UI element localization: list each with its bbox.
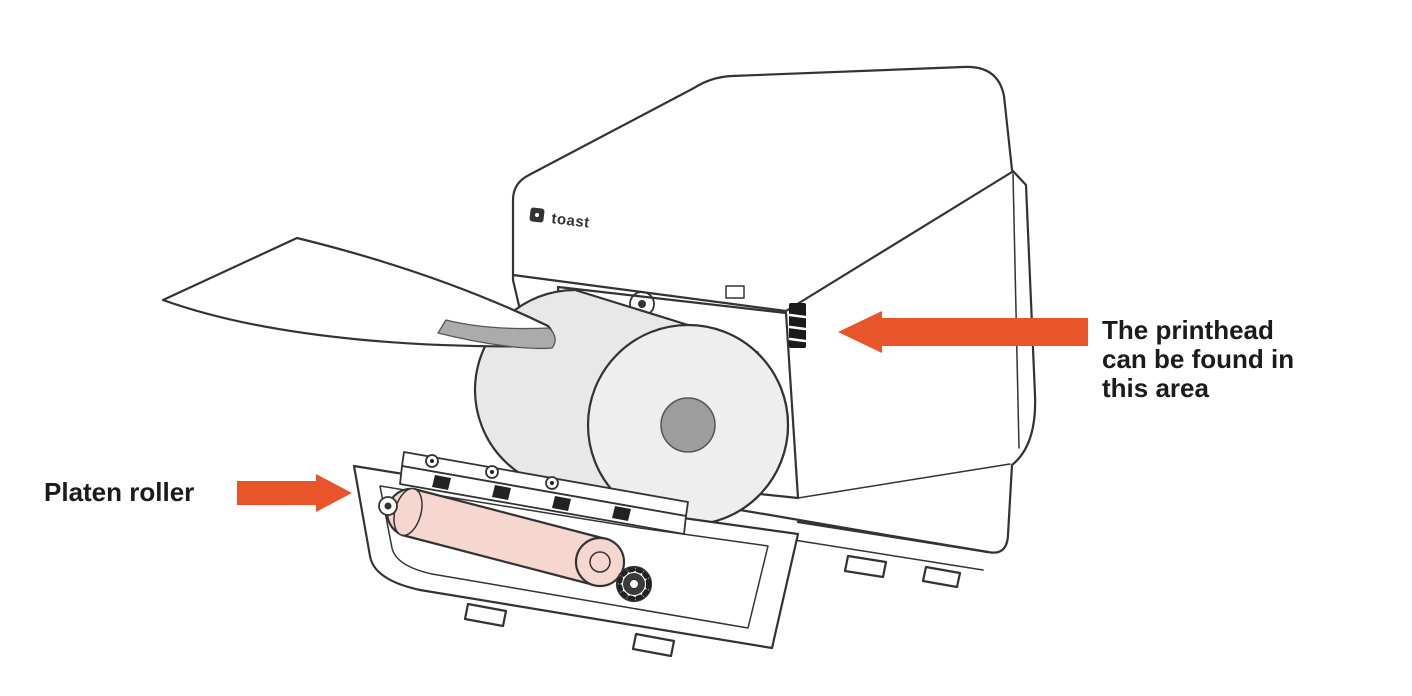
- printhead-label: The printhead can be found in this area: [1102, 316, 1294, 403]
- platen-roller-graphic: [378, 487, 653, 603]
- printhead-arrow: [838, 311, 1088, 353]
- cutter-bar: [399, 451, 689, 535]
- roller-gear: [615, 565, 653, 603]
- platen-roller-label: Platen roller: [44, 477, 195, 507]
- open-cover-tray: [352, 451, 800, 658]
- tray-rim: [379, 485, 769, 629]
- printhead-label-line3: this area: [1102, 373, 1209, 403]
- toast-logo: toast: [529, 207, 591, 232]
- printhead-graphic: [788, 303, 807, 348]
- side-panel-crease: [1012, 173, 1020, 449]
- front-right-edge: [797, 463, 1011, 499]
- printhead-label-line1: The printhead: [1102, 315, 1274, 345]
- printhead-label-line2: can be found in: [1102, 344, 1295, 374]
- printer-base: [793, 520, 990, 589]
- paper-strip: [161, 236, 556, 350]
- paper-strip-underside: [437, 319, 556, 350]
- platen-roller-arrow: [237, 474, 352, 512]
- paper-roll-core: [660, 397, 716, 453]
- lid-edge: [511, 170, 1014, 313]
- toast-logo-text: toast: [551, 210, 591, 232]
